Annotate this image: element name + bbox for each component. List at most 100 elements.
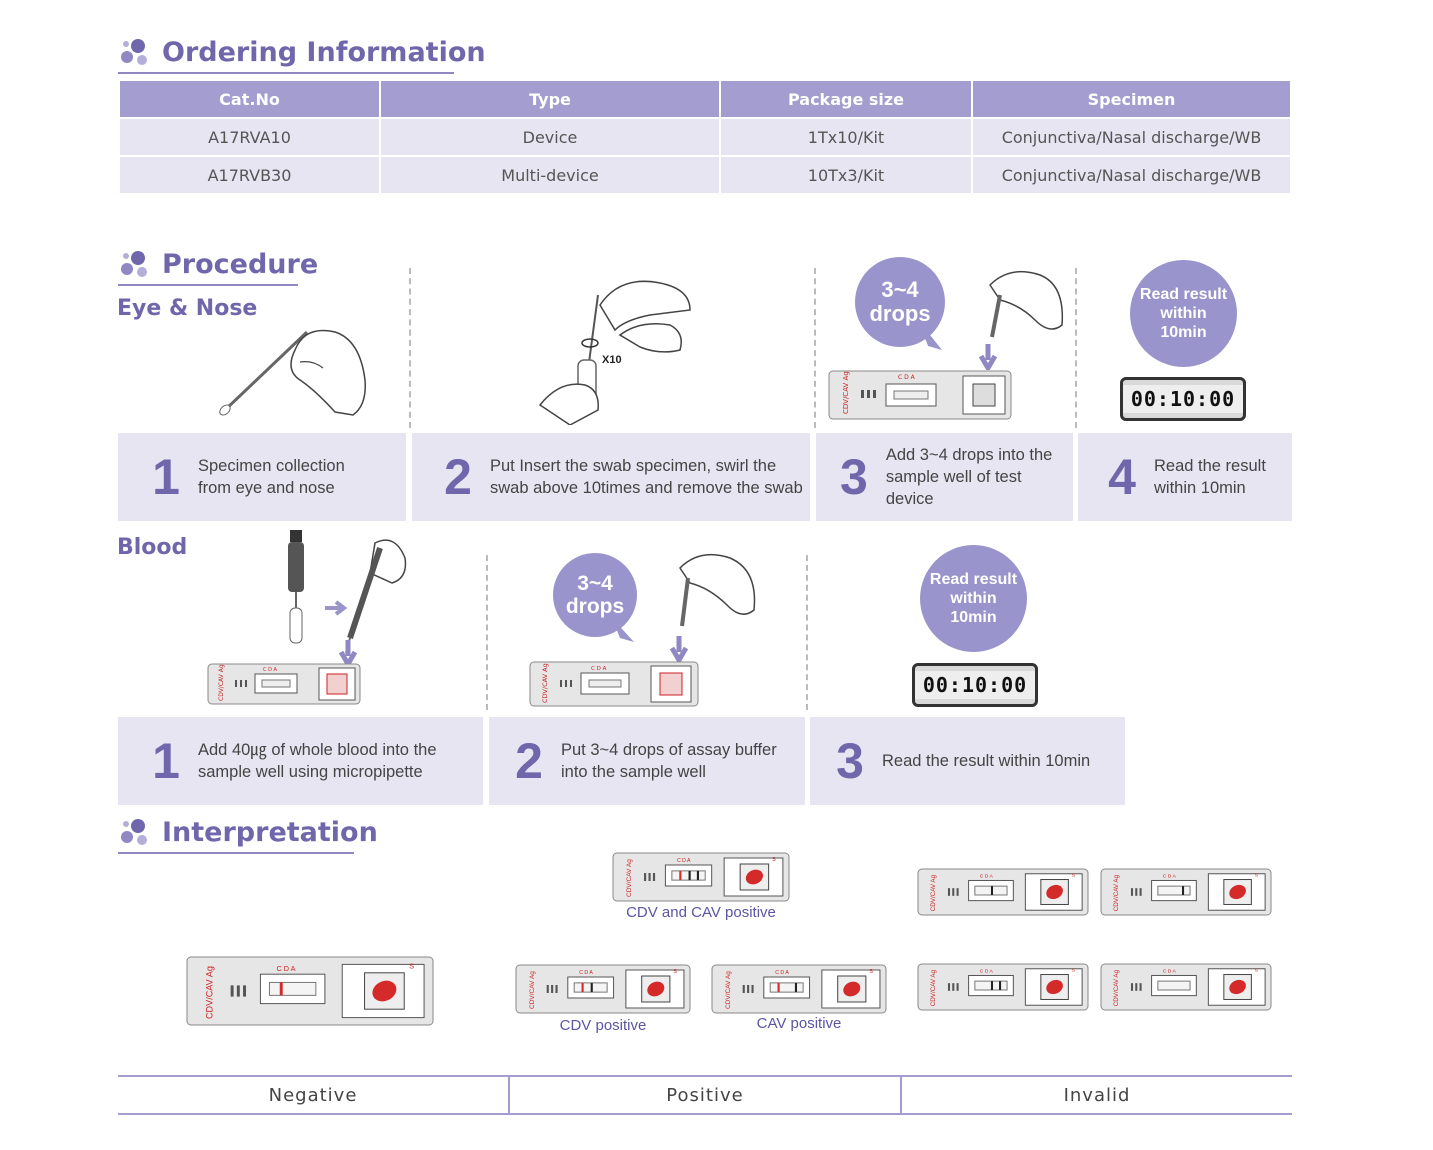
timer-display: 00:10:00 [1120, 377, 1246, 421]
swab-tube-illustration: X10 [538, 280, 691, 425]
result-line [581, 982, 584, 993]
molecule-icon [121, 251, 147, 277]
result-line [279, 982, 283, 996]
table-header-row: Cat.No Type Package size Specimen [120, 81, 1290, 117]
svg-text:S: S [1255, 873, 1259, 879]
cell: Conjunctiva/Nasal discharge/WB [973, 117, 1290, 155]
svg-text:C D A: C D A [1163, 873, 1177, 879]
test-device: CDV/CAV Ag C D A S [612, 852, 790, 906]
test-device: CDV/CAV Ag C D A S [515, 964, 691, 1018]
svg-text:CDV/CAV Ag: CDV/CAV Ag [725, 971, 732, 1009]
cell: Multi-device [381, 155, 719, 193]
eye-nose-label: Eye & Nose [117, 296, 258, 321]
svg-text:CDV/CAV Ag: CDV/CAV Ag [205, 966, 215, 1019]
category-negative: Negative [268, 1084, 358, 1106]
eye-step-2: 2 Put Insert the swab specimen, swirl th… [412, 433, 810, 521]
cell: Conjunctiva/Nasal discharge/WB [973, 155, 1290, 193]
label-cdv-positive: CDV positive [559, 1017, 647, 1034]
swab-hand-illustration [219, 329, 366, 416]
col-catno: Cat.No [120, 81, 379, 117]
svg-text:S: S [869, 969, 873, 975]
svg-text:S: S [772, 857, 776, 863]
svg-text:CDV/CAV Ag: CDV/CAV Ag [218, 664, 225, 701]
svg-text:C D A: C D A [579, 970, 593, 976]
test-device: CDV/CAV Ag C D A S [1100, 868, 1272, 920]
ordering-title: Ordering Information [162, 36, 486, 68]
svg-text:S: S [673, 969, 677, 975]
interpretation-title: Interpretation [162, 816, 378, 848]
cell: 10Tx3/Kit [721, 155, 971, 193]
svg-text:CDV/CAV Ag: CDV/CAV Ag [626, 859, 633, 897]
result-line [688, 870, 691, 881]
cell: A17RVB30 [120, 155, 379, 193]
svg-text:S: S [1072, 968, 1076, 974]
timer-display: 00:10:00 [912, 663, 1038, 707]
col-specimen: Specimen [973, 81, 1290, 117]
dropper-hand-illustration [679, 553, 756, 627]
col-type: Type [381, 81, 719, 117]
svg-text:CDV/CAV Ag: CDV/CAV Ag [1113, 874, 1120, 911]
result-line [990, 981, 994, 990]
molecule-icon [121, 39, 147, 65]
svg-text:CDV/CAV Ag: CDV/CAV Ag [1113, 969, 1120, 1006]
svg-text:CDV/CAV Ag: CDV/CAV Ag [930, 969, 937, 1006]
cell: A17RVA10 [120, 117, 379, 155]
test-device: CDV/CAV Ag C D A S [917, 963, 1089, 1015]
label-cav-positive: CAV positive [756, 1015, 842, 1032]
result-line [990, 886, 994, 895]
result-line [999, 981, 1002, 990]
svg-text:CDV/CAV Ag: CDV/CAV Ag [541, 663, 549, 703]
svg-text:C D A: C D A [980, 968, 994, 974]
ordering-table: Cat.No Type Package size Specimen A17RVA… [118, 81, 1292, 193]
col-package: Package size [721, 81, 971, 117]
result-line [696, 870, 700, 881]
blood-step-3: 3 Read the result within 10min [810, 717, 1125, 805]
svg-text:C D A: C D A [898, 374, 916, 381]
test-device: CDV/CAV Ag C D A S [186, 956, 434, 1030]
table-row: A17RVA10 Device 1Tx10/Kit Conjunctiva/Na… [120, 117, 1290, 155]
test-device: CDV/CAV Ag C D A S [711, 964, 887, 1018]
result-line [679, 870, 682, 881]
cell: Device [381, 117, 719, 155]
interpretation-heading: Interpretation [118, 816, 378, 854]
molecule-icon [121, 819, 147, 845]
test-device: CDV/CAV Ag C D A S [1100, 963, 1272, 1015]
test-device: CDV/CAV Ag C D A [207, 663, 361, 709]
svg-text:CDV/CAV Ag: CDV/CAV Ag [842, 371, 850, 414]
svg-text:C D A: C D A [677, 858, 691, 864]
category-invalid: Invalid [900, 1077, 1292, 1113]
svg-text:C D A: C D A [980, 873, 994, 879]
micropipette-illustration [288, 530, 407, 654]
result-line [1182, 886, 1185, 895]
svg-text:S: S [409, 962, 414, 971]
result-line [590, 982, 593, 993]
svg-text:C D A: C D A [1163, 968, 1177, 974]
blood-label: Blood [117, 535, 188, 560]
svg-text:C D A: C D A [591, 666, 607, 672]
test-device: CDV/CAV Ag C D A [828, 370, 1012, 424]
result-line [794, 982, 798, 993]
dropper-hand-illustration [989, 270, 1064, 338]
svg-text:C D A: C D A [277, 964, 296, 973]
ordering-heading: Ordering Information [118, 36, 486, 74]
category-positive: Positive [508, 1077, 900, 1113]
test-device: CDV/CAV Ag C D A [529, 661, 699, 711]
interpretation-categories: Negative Positive Invalid [118, 1075, 1292, 1115]
swirl-count: X10 [602, 354, 622, 366]
svg-text:C D A: C D A [775, 970, 789, 976]
svg-text:C D A: C D A [263, 667, 278, 673]
label-both-positive: CDV and CAV positive [626, 904, 776, 921]
svg-text:S: S [1255, 968, 1259, 974]
svg-text:CDV/CAV Ag: CDV/CAV Ag [529, 971, 536, 1009]
svg-text:S: S [1072, 873, 1076, 879]
table-row: A17RVB30 Multi-device 10Tx3/Kit Conjunct… [120, 155, 1290, 193]
